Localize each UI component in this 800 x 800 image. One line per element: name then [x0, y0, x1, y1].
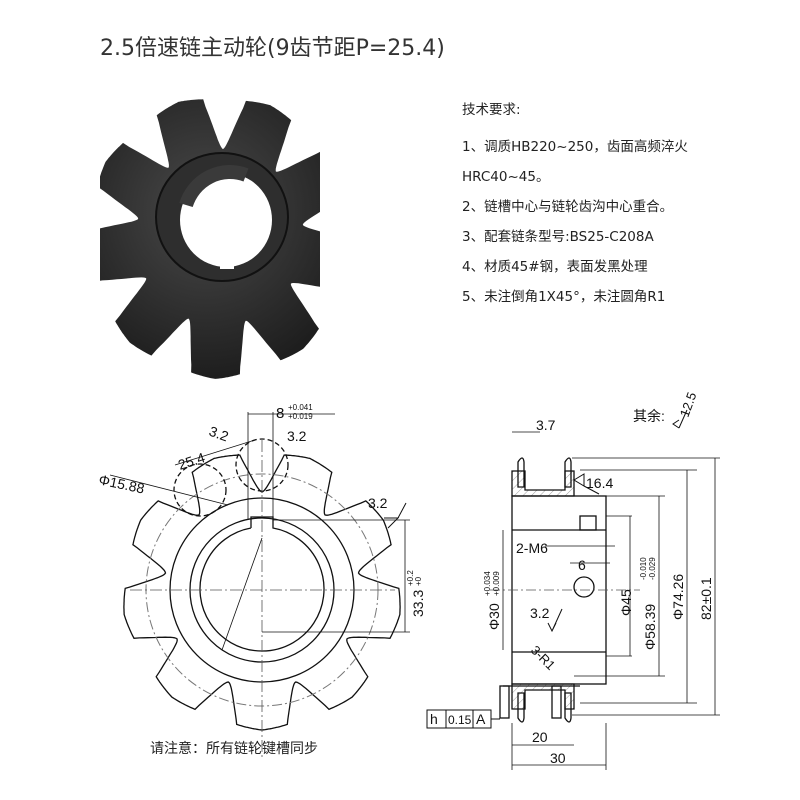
- bore-with-keyway: [199, 516, 325, 652]
- roughness-bore: 3.2: [530, 605, 550, 621]
- pitch-dim: 25.4: [176, 449, 207, 473]
- hole-dim: 6: [578, 557, 586, 573]
- fillet-dim: 3-R1: [528, 643, 559, 674]
- pitch-diameter-dim: Φ74.26: [670, 574, 686, 620]
- tolerance-symbol: h: [430, 711, 438, 727]
- technical-drawing: Φ15.88 25.4 3.2 3.2 8 +0.041 +0.019 3.2 …: [97, 390, 720, 770]
- front-view: [109, 412, 410, 760]
- key-depth-tol-lower: +0: [414, 576, 423, 586]
- tooth-width-dim: 3.7: [536, 417, 556, 433]
- chamfer-dim: 16.4: [586, 475, 613, 491]
- root-tol-upper: -0.010: [639, 557, 648, 580]
- key-depth-dim: 33.3: [410, 590, 426, 617]
- key-depth-tol-upper: +0.2: [406, 570, 415, 586]
- root-tol-lower: -0.029: [648, 557, 657, 580]
- requirement-line: 4、材质45#钢，表面发黑处理: [462, 259, 648, 275]
- roughness-side: 3.2: [368, 495, 388, 511]
- roller-diameter-dim: Φ15.88: [97, 471, 146, 496]
- requirement-line: 3、配套链条型号:BS25-C208A: [462, 229, 654, 245]
- tolerance-value: 0.15: [448, 713, 472, 727]
- root-diameter-dim: Φ58.39: [642, 604, 658, 650]
- bore-tol-upper: +0.034: [483, 571, 492, 596]
- requirements-heading: 技术要求:: [462, 102, 521, 118]
- keyway-width-dim: 8: [276, 405, 284, 422]
- sprocket-photo: [100, 99, 320, 379]
- requirement-line: 2、链槽中心与链轮齿沟中心重合。: [462, 199, 674, 215]
- datum-label: A: [476, 711, 486, 727]
- keyway-tol-lower: +0.019: [288, 412, 313, 421]
- requirement-line: 5、未注倒角1X45°，未注圆角R1: [462, 289, 666, 305]
- rest-roughness-label: 其余:: [633, 408, 665, 424]
- side-view: [426, 409, 720, 770]
- technical-requirements: 技术要求: 1、调质HB220~250，齿面高频淬火 HRC40~45。 2、链…: [462, 98, 688, 312]
- requirement-line: 1、调质HB220~250，齿面高频淬火: [462, 139, 688, 155]
- hub-diameter-dim: Φ45: [618, 589, 634, 616]
- bore-tol-lower: +0.009: [492, 571, 501, 596]
- tooth-span-dim: 20: [532, 729, 548, 745]
- bore-dim: Φ30: [486, 603, 502, 630]
- thread-dim: 2-M6: [516, 540, 548, 556]
- keyway-tol-upper: +0.041: [288, 403, 313, 412]
- roughness-left: 3.2: [207, 423, 231, 445]
- roughness-right: 3.2: [287, 428, 307, 444]
- width-dim: 30: [550, 750, 566, 766]
- rest-roughness-value: 12.5: [677, 390, 700, 419]
- outer-diameter-dim: 82±0.1: [698, 577, 714, 620]
- page-title: 2.5倍速链主动轮(9齿节距P=25.4): [100, 36, 445, 61]
- sync-note: 请注意：所有链轮键槽同步: [150, 741, 318, 757]
- requirement-line: HRC40~45。: [462, 169, 550, 185]
